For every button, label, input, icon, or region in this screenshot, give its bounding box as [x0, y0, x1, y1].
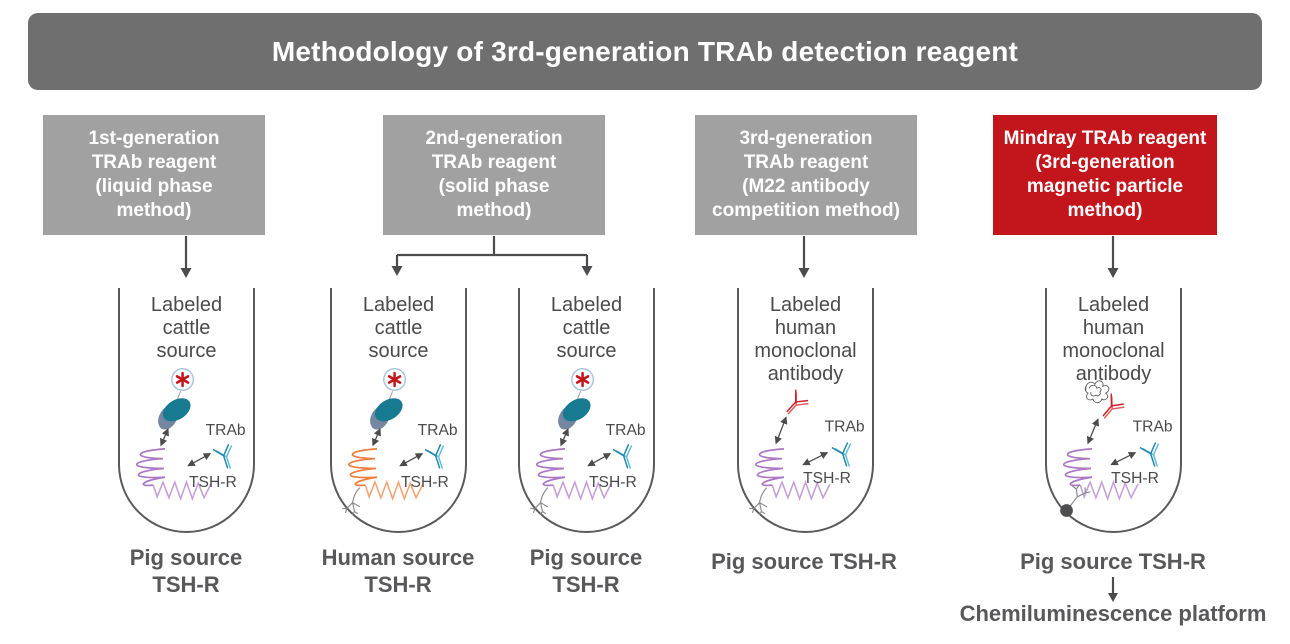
tshr-coil-icon [348, 448, 378, 487]
tshr-tail-icon [1079, 479, 1139, 502]
caption-tube-mindray: Pig source TSH-R [1020, 549, 1206, 574]
tshr-tail-icon [152, 479, 212, 502]
anchor-antibody-icon [1069, 484, 1091, 507]
tube-art-1st-gen: TRAb TSH-R [136, 367, 246, 502]
binding-arrow [372, 428, 381, 447]
header-box-3rd-generation: 3rd-generation TRAb reagent (M22 antibod… [695, 115, 917, 235]
trab-antibody-icon [612, 444, 633, 469]
trab-label: TRAb [206, 422, 246, 439]
competition-arrow [187, 453, 212, 467]
tube-art-3rd-gen-m22: TRAb TSH-R [749, 389, 865, 515]
tube-2nd-gen-human: Labeled cattle source [330, 288, 467, 533]
trab-antibody-icon [424, 444, 445, 469]
caption-tube-1st-gen: Pig source TSH-R [129, 545, 243, 597]
tube-art-2nd-gen-pig: TRAb TSH-R [530, 367, 646, 515]
tsh-hormone-icon [158, 398, 191, 430]
binding-arrow [1086, 418, 1099, 445]
tsh-hormone-icon [558, 398, 591, 430]
tshr-label: TSH-R [189, 474, 237, 491]
competition-arrow [587, 453, 612, 467]
arrowhead-icon [180, 268, 192, 278]
trab-label: TRAb [825, 418, 865, 435]
tube-reagent-label: Labeled cattle source [150, 294, 223, 362]
arrowhead-icon [391, 266, 403, 276]
tsh-hormone-icon [370, 398, 403, 430]
tshr-tail-icon [771, 479, 831, 502]
header-box-label: 2nd-generation TRAb reagent (solid phase… [425, 128, 563, 221]
header-box-2nd-generation: 2nd-generation TRAb reagent (solid phase… [383, 115, 605, 235]
competition-arrow [1110, 452, 1137, 466]
tube-reagent-label: Labeled cattle source [550, 294, 623, 362]
magnetic-bead-icon [1060, 504, 1073, 517]
header-box-label: 1st-generation TRAb reagent (liquid phas… [88, 128, 220, 221]
trab-antibody-icon [1139, 442, 1160, 467]
binding-arrow [774, 416, 788, 445]
arrowhead-icon [1107, 268, 1119, 278]
tube-reagent-label: Labeled cattle source [362, 294, 435, 362]
isotope-label-icon [571, 367, 595, 402]
caption-tube-2nd-gen-human: Human source TSH-R [321, 545, 475, 597]
platform-label: Chemiluminescence platform [959, 601, 1267, 626]
isotope-label-icon [383, 367, 407, 402]
chemiluminescent-label-icon [1084, 380, 1110, 404]
trab-label: TRAb [1133, 418, 1173, 435]
header-box-1st-generation: 1st-generation TRAb reagent (liquid phas… [43, 115, 265, 235]
header-box-mindray: Mindray TRAb reagent (3rd-generation mag… [993, 115, 1217, 235]
caption-tube-3rd-gen: Pig source TSH-R [711, 549, 897, 574]
isotope-label-icon [171, 367, 195, 402]
tshr-tail-icon [364, 479, 424, 502]
tshr-label: TSH-R [803, 470, 851, 487]
arrowhead-icon [581, 266, 593, 276]
tube-1st-gen: Labeled cattle source [118, 288, 255, 533]
tshr-label: TSH-R [589, 474, 637, 491]
tube-2nd-gen-pig: Labeled cattle source [518, 288, 655, 533]
tshr-coil-icon [136, 448, 166, 487]
m22-antibody-icon [786, 389, 809, 415]
arrowhead-icon [798, 268, 810, 278]
solid-phase-anchor-icon [530, 487, 548, 515]
magnetic-bead-anchor [1060, 484, 1091, 517]
header-box-label: 3rd-generation TRAb reagent (M22 antibod… [712, 128, 900, 221]
binding-arrow [560, 428, 569, 447]
m22-antibody-icon [1102, 393, 1125, 419]
tube-art-mindray: TRAb TSH-R [1060, 380, 1173, 517]
trab-label: TRAb [418, 422, 458, 439]
tshr-coil-icon [755, 448, 785, 487]
tube-3rd-gen-m22: Labeled human monoclonal antibody [737, 288, 874, 533]
solid-phase-anchor-icon [749, 487, 767, 515]
diagram-title: Methodology of 3rd-generation TRAb detec… [271, 35, 1019, 67]
caption-tube-2nd-gen-pig: Pig source TSH-R [529, 545, 643, 597]
header-box-label: Mindray TRAb reagent (3rd-generation mag… [1003, 128, 1207, 221]
tube-mindray: Labeled human monoclonal antibody [1045, 288, 1182, 533]
trab-label: TRAb [606, 422, 646, 439]
trab-antibody-icon [212, 444, 233, 469]
solid-phase-anchor-icon [342, 487, 360, 515]
tube-reagent-label: Labeled human monoclonal antibody [754, 294, 857, 385]
tshr-coil-icon [1063, 448, 1093, 487]
tshr-tail-icon [552, 479, 612, 502]
tshr-label: TSH-R [401, 474, 449, 491]
trab-antibody-icon [831, 442, 852, 467]
competition-arrow [802, 452, 829, 466]
tshr-label: TSH-R [1111, 470, 1159, 487]
title-banner: Methodology of 3rd-generation TRAb detec… [28, 13, 1262, 90]
binding-arrow [160, 428, 169, 447]
tube-reagent-label: Labeled human monoclonal antibody [1062, 294, 1165, 385]
tube-art-2nd-gen-human: TRAb TSH-R [342, 367, 458, 515]
tshr-coil-icon [536, 448, 566, 487]
competition-arrow [399, 453, 424, 467]
